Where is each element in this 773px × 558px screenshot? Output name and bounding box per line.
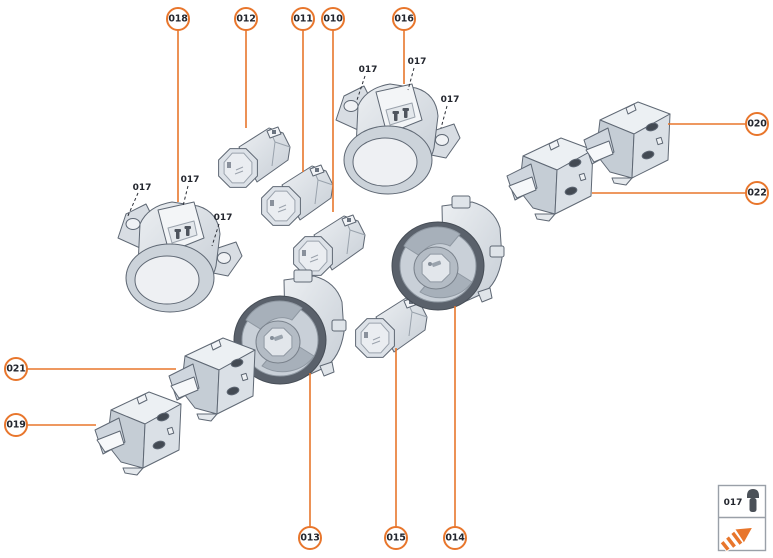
- screw-label-017-4: 017: [356, 65, 378, 101]
- callout-013-badge[interactable]: [298, 526, 322, 550]
- part-020-illustration: [583, 101, 671, 186]
- part-021-illustration: [168, 337, 256, 422]
- screw-leader-1: [126, 192, 139, 219]
- callout-010-label: 010: [323, 14, 343, 25]
- callout-022-badge[interactable]: [745, 181, 769, 205]
- legend: 017: [717, 484, 767, 553]
- installation-direction-arrow-icon: [719, 526, 754, 553]
- callout-016[interactable]: 016: [392, 7, 416, 31]
- screw-labels: 017 017 017 017 017 017: [126, 57, 460, 247]
- callout-016-label: 016: [394, 14, 414, 25]
- callout-018[interactable]: 018: [166, 7, 190, 31]
- screw-label-text-2: 017: [181, 175, 200, 185]
- screw-label-text-5: 017: [408, 57, 427, 67]
- callout-012-label: 012: [236, 14, 255, 25]
- callout-020[interactable]: 020: [745, 112, 769, 136]
- screw-label-text-3: 017: [214, 213, 233, 223]
- callout-021[interactable]: 021: [4, 357, 28, 381]
- callout-011-badge[interactable]: [291, 7, 315, 31]
- part-022-illustration: [506, 137, 594, 222]
- screw-label-text-6: 017: [441, 95, 460, 105]
- callout-021-badge[interactable]: [4, 357, 28, 381]
- screw-label-017-6: 017: [440, 95, 460, 129]
- callout-018-label: 018: [168, 14, 188, 25]
- legend-arrow-cell: [719, 526, 754, 553]
- callout-013[interactable]: 013: [298, 526, 322, 550]
- part-019-illustration: [94, 391, 182, 476]
- legend-screw-cell: 017: [724, 489, 759, 512]
- part-014-illustration: [391, 195, 505, 311]
- screw-label-017-3: 017: [211, 213, 233, 247]
- callout-015[interactable]: 015: [384, 526, 408, 550]
- screw-label-017-1: 017: [126, 183, 152, 219]
- leader-lines: [27, 30, 746, 527]
- callout-012[interactable]: 012: [234, 7, 258, 31]
- callout-019-label: 019: [6, 420, 25, 431]
- screw-leader-2: [182, 185, 189, 207]
- callout-016-badge[interactable]: [392, 7, 416, 31]
- screw-leader-4: [356, 75, 366, 101]
- screw-icon: [747, 489, 759, 512]
- callout-015-badge[interactable]: [384, 526, 408, 550]
- callout-015-label: 015: [386, 533, 405, 544]
- callout-021-label: 021: [6, 364, 25, 375]
- screw-label-017-5: 017: [407, 57, 427, 91]
- screw-leader-3: [211, 223, 220, 247]
- callout-018-badge[interactable]: [166, 7, 190, 31]
- callout-011[interactable]: 011: [291, 7, 315, 31]
- callout-014-badge[interactable]: [443, 526, 467, 550]
- parts-illustrations: [94, 83, 671, 476]
- callout-019-badge[interactable]: [4, 413, 28, 437]
- screw-leader-5: [407, 67, 415, 91]
- callout-010[interactable]: 010: [321, 7, 345, 31]
- callout-020-badge[interactable]: [745, 112, 769, 136]
- callout-022-label: 022: [747, 188, 766, 199]
- screw-leader-6: [440, 105, 448, 129]
- callout-013-label: 013: [300, 533, 319, 544]
- part-011-illustration: [261, 164, 334, 226]
- callout-012-badge[interactable]: [234, 7, 258, 31]
- screw-label-text-1: 017: [133, 183, 152, 193]
- screw-label-017-2: 017: [181, 175, 200, 207]
- legend-part-number: 017: [724, 498, 743, 508]
- callout-014[interactable]: 014: [443, 526, 467, 550]
- part-010-illustration: [293, 214, 366, 276]
- screw-label-text-4: 017: [359, 65, 378, 75]
- callout-014-label: 014: [445, 533, 465, 544]
- part-012-illustration: [218, 126, 291, 188]
- callout-019[interactable]: 019: [4, 413, 28, 437]
- callouts: 018 012 011 010 016 020 022 021: [4, 7, 769, 550]
- callout-022[interactable]: 022: [745, 181, 769, 205]
- callout-011-label: 011: [293, 14, 312, 25]
- callout-010-badge[interactable]: [321, 7, 345, 31]
- callout-020-label: 020: [747, 119, 767, 130]
- part-015-illustration: [355, 296, 428, 358]
